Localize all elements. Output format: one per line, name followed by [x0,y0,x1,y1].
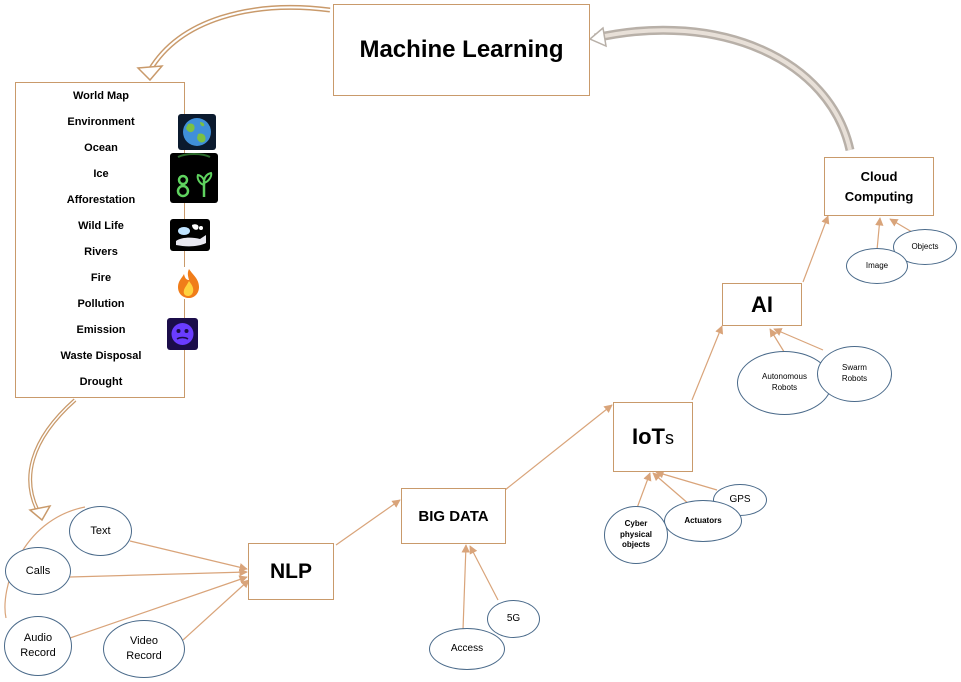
swarm-robots-node: Swarm Robots [817,346,892,402]
list-item-ocean: Ocean [84,142,118,154]
ai-label: AI [751,291,773,317]
list-item-pollution: Pollution [77,298,125,310]
emission-face-icon [167,318,198,350]
hand-dove-icon [170,219,210,251]
big-data-box: BIG DATA [401,488,506,544]
list-item-world-map: World Map [72,90,129,102]
machine-learning-box: Machine Learning [333,4,590,96]
nlp-label: NLP [270,559,312,583]
list-item-emission: Emission [76,324,126,336]
curved-arrow-list-to-text [28,398,77,516]
iots-suffix: s [665,428,674,448]
list-item-environment: Environment [67,116,135,128]
list-item-ice: Ice [93,168,109,180]
big-data-label: BIG DATA [418,507,489,525]
cyber-physical-objects-node: Cyber physical objects [604,506,668,564]
ai-box: AI [722,283,802,326]
5g-node: 5G [487,600,540,638]
autonomous-robots-node: Autonomous Robots [737,351,832,415]
list-item-waste-disposal: Waste Disposal [60,350,142,362]
iots-box: IoTs [613,402,693,472]
image-node: Image [846,248,908,284]
list-item-rivers: Rivers [84,246,118,258]
nlp-box: NLP [248,543,334,600]
text-node: Text [69,506,132,556]
calls-node: Calls [5,547,71,595]
fire-icon [171,267,207,299]
environment-list-box: World Map Environment Ocean Ice Afforest… [15,82,185,398]
audio-record-node: Audio Record [4,616,72,676]
sprout-icon [170,153,218,203]
list-item-wild-life: Wild Life [78,220,124,232]
iots-label: IoTs [632,424,674,449]
access-node: Access [429,628,505,670]
list-item-afforestation: Afforestation [66,194,136,206]
curved-arrow-cloud-to-ml [594,25,855,151]
cloud-computing-label: Cloud Computing [844,169,914,204]
machine-learning-label: Machine Learning [359,36,564,63]
list-item-fire: Fire [90,272,112,284]
globe-icon [178,114,216,150]
list-item-drought: Drought [79,376,123,388]
actuators-node: Actuators [664,500,742,542]
cloud-computing-box: Cloud Computing [824,157,934,216]
video-record-node: Video Record [103,620,185,678]
